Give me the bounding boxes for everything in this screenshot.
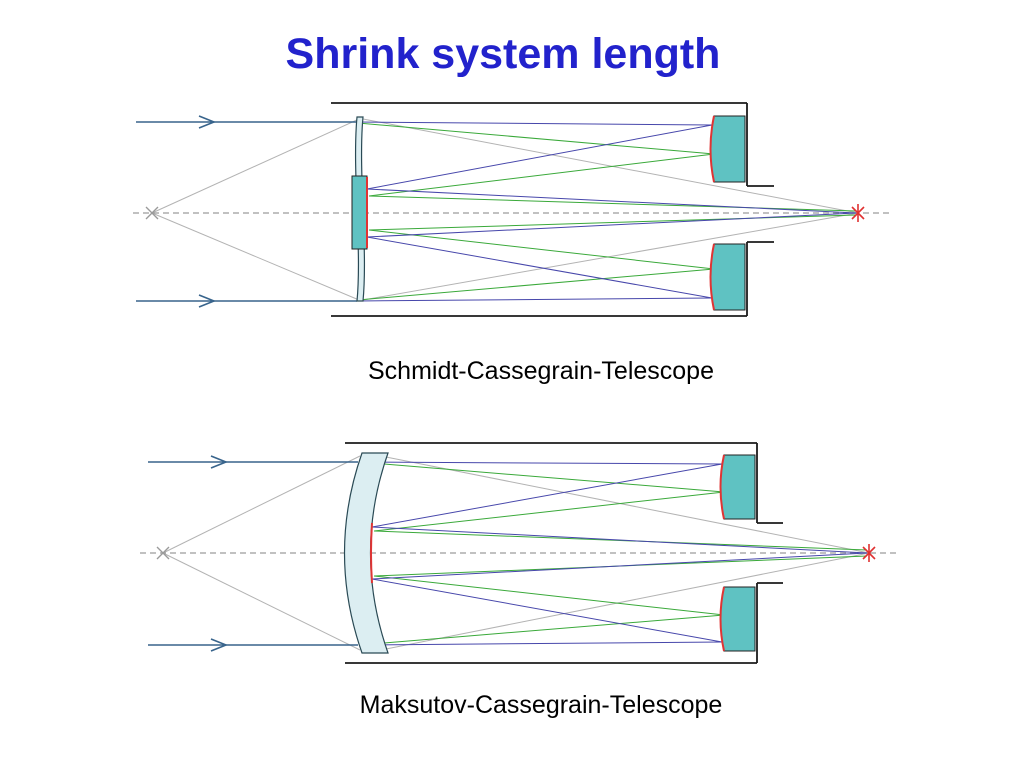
gray-ray [385,456,870,554]
blue-ray [371,526,868,554]
green-ray [357,122,715,155]
focus-marker [862,544,876,562]
green-ray [373,491,725,532]
blue-ray [366,236,713,299]
primary-mirror-bottom-coating [709,243,715,311]
primary-mirror-bottom [720,586,756,652]
gray-ray [385,552,870,650]
arrowhead-icon [210,455,229,469]
green-ray [368,195,857,212]
blue-ray [358,641,723,646]
gray-ray [162,552,361,651]
arrowhead-icon [198,115,217,129]
green-ray [368,153,715,197]
telescope-tube [331,102,774,317]
gray-ray [362,118,859,214]
arrowhead-icon [198,294,217,308]
primary-mirror-top [710,115,746,183]
green-ray [358,461,725,493]
schmidt-caption: Schmidt-Cassegrain-Telescope [368,357,714,385]
blue-rays [357,121,857,302]
maksutov-meniscus-lens [343,452,389,654]
blue-ray [366,212,857,238]
primary-mirror-top-coating [709,115,715,183]
primary-mirror-bottom [710,243,746,311]
blue-ray [371,578,723,643]
blue-ray [357,297,713,302]
secondary-mirror [351,175,368,250]
x-mark-stroke [145,206,159,220]
focus-marker [851,204,865,222]
incoming-rays [136,115,357,308]
telescope-tube [345,442,783,664]
blue-ray [366,124,713,190]
gray-envelope-rays [162,455,870,651]
gray-ray [151,118,360,214]
incoming-rays [148,455,358,652]
green-ray [373,575,725,616]
gray-ray [362,212,859,301]
schmidt-diagram [133,102,893,317]
blue-ray [358,461,723,465]
gray-ray [151,212,360,301]
blue-ray [371,552,868,580]
primary-mirror-top-coating [719,454,725,520]
primary-mirror-top [720,454,756,520]
blue-ray [371,463,723,528]
green-ray [368,229,715,270]
blue-ray [357,121,713,126]
gray-envelope-rays [151,118,859,301]
blue-ray [366,188,857,214]
blue-rays [358,461,868,646]
object-point-marker [145,206,159,220]
arrowhead-icon [210,638,229,652]
maksutov-caption: Maksutov-Cassegrain-Telescope [359,691,723,719]
primary-mirror-bottom-coating [719,586,725,652]
maksutov-diagram [140,442,900,664]
green-ray [368,214,857,231]
green-ray [357,268,715,301]
green-rays [357,122,857,301]
gray-ray [162,455,361,554]
secondary-mirror-spot-coating [370,522,373,584]
green-ray [358,614,725,646]
slide-title: Shrink system length [285,30,721,78]
